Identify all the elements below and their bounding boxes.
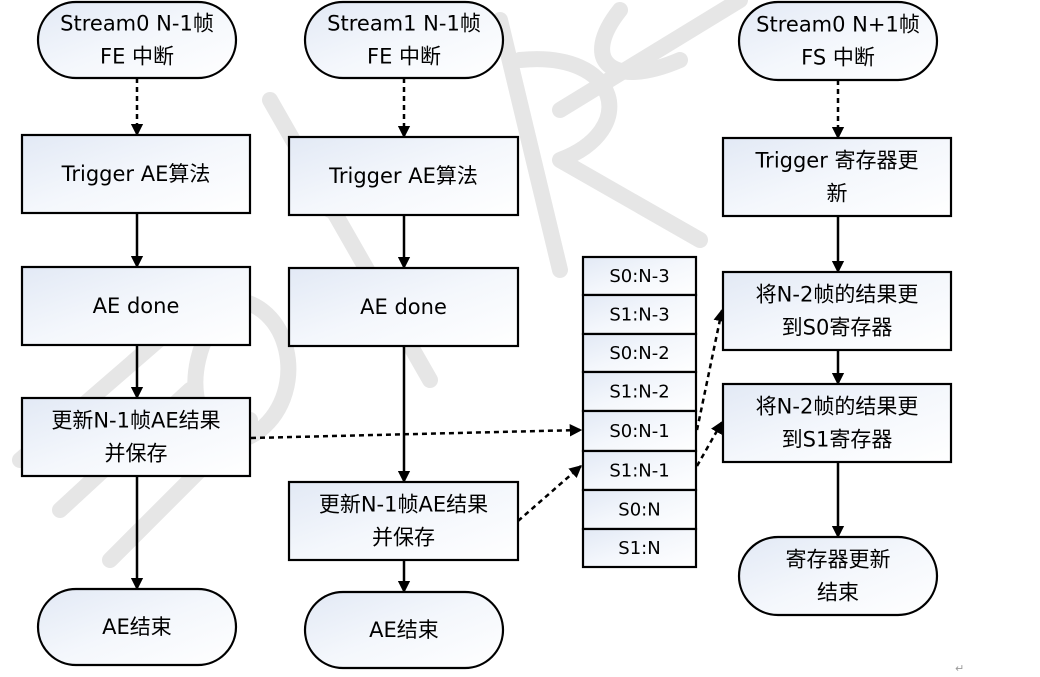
- edge-stream0-save-to-buffer: [250, 424, 583, 440]
- node-label: FS 中断: [801, 46, 875, 70]
- buffer-slot-shape: [581, 255, 698, 297]
- stream0-start-node[interactable]: Stream0 N-1帧 FE 中断: [36, 0, 238, 80]
- paragraph-mark: ↵: [955, 662, 964, 675]
- stream1-step-2[interactable]: AE done: [287, 266, 520, 348]
- stream0-end-node[interactable]: AE结束: [36, 587, 238, 667]
- buffer-slot[interactable]: S1:N: [581, 527, 698, 569]
- stream1-step-1[interactable]: Trigger AE算法: [287, 135, 520, 217]
- node-label: 到S0寄存器: [782, 316, 893, 340]
- process-shape: [20, 396, 252, 478]
- node-label: 结束: [817, 581, 859, 605]
- process-shape: [287, 135, 520, 217]
- node-label: Stream0 N+1帧: [756, 13, 920, 37]
- stream0-step-1[interactable]: Trigger AE算法: [20, 133, 252, 215]
- buffer-slot-shape: [581, 527, 698, 569]
- node-label: 到S1寄存器: [782, 428, 893, 452]
- buffer-slot-label: S1:N-1: [609, 461, 669, 482]
- node-label: FE 中断: [100, 45, 174, 69]
- terminal-shape: [737, 0, 939, 82]
- node-label: 并保存: [372, 526, 435, 550]
- buffer-slot-shape: [581, 293, 698, 336]
- buffer-slot-label: S0:N-3: [609, 266, 669, 287]
- terminal-shape: [737, 535, 939, 617]
- terminal-shape: [303, 590, 505, 670]
- node-label: Stream0 N-1帧: [60, 12, 214, 36]
- node-label: Trigger 寄存器更: [754, 149, 918, 173]
- node-label: 将N-2帧的结果更: [756, 283, 919, 307]
- buffer-slot-label: S1:N-2: [609, 382, 669, 403]
- edge-buffer-s0-to-register: [695, 308, 726, 431]
- node-label: Trigger AE算法: [61, 162, 211, 186]
- node-label: 新: [827, 182, 848, 206]
- edge-buffer-s1-to-register: [695, 420, 724, 467]
- terminal-shape: [36, 587, 238, 667]
- node-label: 更新N-1帧AE结果: [51, 409, 220, 433]
- buffer-slot[interactable]: S1:N-3: [581, 293, 698, 336]
- edge-stream1-save-to-buffer: [517, 465, 582, 522]
- nodes: Stream0 N-1帧 FE 中断 Trigger AE算法 AE done 更新N-…: [20, 0, 953, 670]
- buffer-slot-shape: [581, 449, 698, 492]
- node-label: FE 中断: [367, 45, 441, 69]
- terminal-shape: [36, 0, 238, 80]
- buffer-slot[interactable]: S1:N-2: [581, 370, 698, 413]
- process-shape: [721, 382, 953, 464]
- node-label: AE结束: [369, 618, 439, 642]
- buffer-slot[interactable]: S0:N-2: [581, 332, 698, 374]
- register-step-1[interactable]: Trigger 寄存器更新: [721, 136, 953, 218]
- buffer-slot-label: S1:N-3: [609, 305, 669, 326]
- buffer-slot-label: S0:N-1: [609, 421, 669, 442]
- process-shape: [287, 480, 520, 562]
- process-shape: [287, 266, 520, 348]
- register-start-node[interactable]: Stream0 N+1帧 FS 中断: [737, 0, 939, 82]
- stream0-step-2[interactable]: AE done: [20, 265, 252, 347]
- buffer-slot-label: S1:N: [618, 538, 660, 559]
- edges: [130, 78, 845, 594]
- buffer-slot[interactable]: S0:N-1: [581, 409, 698, 453]
- node-label: AE结束: [102, 615, 172, 639]
- process-shape: [721, 270, 953, 352]
- node-label: 将N-2帧的结果更: [756, 395, 919, 419]
- node-label: Stream1 N-1帧: [327, 12, 481, 36]
- node-label: 更新N-1帧AE结果: [319, 493, 488, 517]
- buffer-slot-label: S0:N: [618, 500, 660, 521]
- process-shape: [20, 265, 252, 347]
- node-label: AE done: [360, 295, 447, 319]
- process-shape: [20, 133, 252, 215]
- stream1-end-node[interactable]: AE结束: [303, 590, 505, 670]
- node-label: AE done: [93, 294, 180, 318]
- process-shape: [721, 136, 953, 218]
- stream1-start-node[interactable]: Stream1 N-1帧 FE 中断: [303, 0, 505, 80]
- node-label: 寄存器更新: [786, 548, 891, 572]
- buffer-slot[interactable]: S1:N-1: [581, 449, 698, 492]
- buffer-slot[interactable]: S0:N-3: [581, 255, 698, 297]
- buffer-slot[interactable]: S0:N: [581, 488, 698, 531]
- node-label: Trigger AE算法: [328, 164, 478, 188]
- terminal-shape: [303, 0, 505, 80]
- buffer-slot-label: S0:N-2: [609, 343, 669, 364]
- node-label: 并保存: [105, 442, 168, 466]
